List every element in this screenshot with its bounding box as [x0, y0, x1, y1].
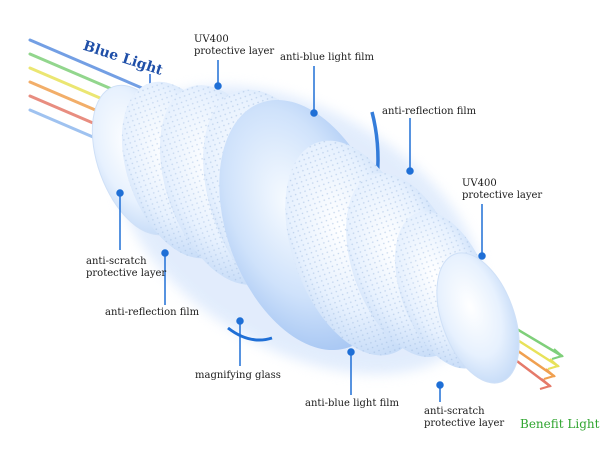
outgoing-ray-arrowhead [551, 348, 565, 360]
pin-anti-reflection-top [406, 167, 414, 175]
pin-anti-scratch-left [116, 189, 124, 197]
pin-anti-reflection-bottom [161, 249, 169, 257]
pin-magnifying [236, 317, 244, 325]
lens-anti-scratch-right [436, 252, 520, 384]
label-leaders [116, 60, 486, 402]
pin-anti-scratch-right [436, 381, 444, 389]
pin-anti-blue-bottom [347, 348, 355, 356]
pin-anti-blue-top [310, 109, 318, 117]
label-anti-reflection-bottom: anti-reflection film [105, 307, 200, 318]
pin-uv400-right [478, 252, 486, 260]
outgoing-ray-arrowhead [543, 368, 557, 380]
outgoing-ray-arrowhead [547, 358, 561, 370]
label-anti-blue-top: anti-blue light film [280, 52, 374, 63]
label-anti-reflection-top: anti-reflection film [382, 106, 477, 117]
label-anti-blue-bottom: anti-blue light film [305, 398, 399, 409]
outgoing-ray-arrowhead [539, 378, 553, 390]
pin-uv400-top [214, 82, 222, 90]
benefit-light-title: Benefit Light [520, 417, 600, 431]
label-magnifying-glass: magnifying glass [195, 370, 281, 381]
